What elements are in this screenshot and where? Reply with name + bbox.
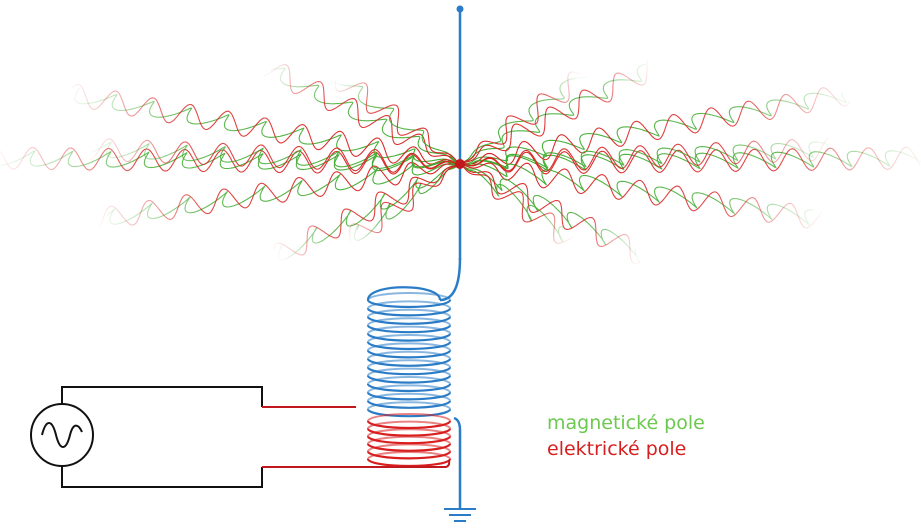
secondary-coil-turn-front bbox=[366, 366, 452, 376]
magnetic-field-wave bbox=[0, 150, 461, 172]
primary-coil-turn-back bbox=[367, 420, 451, 429]
secondary-coil-turn-front bbox=[366, 400, 452, 409]
electric-field-wave bbox=[263, 64, 461, 165]
secondary-coil-turn-front bbox=[366, 308, 452, 317]
antenna-feed-wire bbox=[439, 257, 462, 302]
secondary-coil-turn-back bbox=[367, 317, 451, 326]
primary-coil-turn-back bbox=[367, 428, 451, 437]
primary-lead-bottom bbox=[262, 459, 451, 468]
primary-coil-turn-back bbox=[367, 443, 451, 452]
secondary-coil-turn-back bbox=[367, 292, 451, 301]
magnetic-field-wave bbox=[459, 92, 847, 165]
secondary-coil-turn-front bbox=[366, 299, 452, 309]
magnetic-field-wave bbox=[106, 163, 461, 225]
primary-coil-turn-front bbox=[366, 428, 452, 437]
ac-sine-source-icon bbox=[41, 422, 83, 448]
secondary-coil-turn-front bbox=[366, 383, 452, 393]
secondary-coil-turn-back bbox=[367, 308, 451, 318]
secondary-coil-top bbox=[366, 286, 442, 301]
electric-field-wave bbox=[99, 162, 461, 227]
secondary-coil-turn-front bbox=[366, 324, 452, 334]
ground-connection bbox=[444, 416, 476, 522]
primary-coil-turn-front bbox=[366, 435, 452, 445]
primary-circuit bbox=[61, 386, 263, 488]
ground-wire bbox=[453, 416, 462, 508]
secondary-coil-turn-back bbox=[367, 384, 451, 393]
magnetic-field-wave bbox=[277, 163, 461, 261]
radiation-center-dot bbox=[455, 159, 465, 169]
electric-field-wave bbox=[460, 137, 830, 173]
circuit-top-wire bbox=[61, 386, 263, 407]
primary-coil-turn-back bbox=[367, 413, 451, 422]
primary-coil-turn-front bbox=[366, 458, 452, 468]
secondary-coil bbox=[366, 286, 452, 418]
ac-source bbox=[30, 403, 94, 467]
secondary-coil-turn-back bbox=[367, 392, 451, 402]
electric-field-wave bbox=[89, 138, 461, 173]
electric-field-wave bbox=[72, 83, 461, 165]
legend: magnetické pole elektrické pole bbox=[547, 410, 705, 462]
electric-field-wave bbox=[334, 80, 461, 165]
electric-field-wave bbox=[459, 87, 851, 165]
antenna bbox=[439, 5, 465, 302]
secondary-coil-turn-back bbox=[367, 334, 451, 343]
electric-field-wave bbox=[273, 163, 461, 256]
secondary-coil-turn-back bbox=[367, 359, 451, 368]
secondary-coil-turn-back bbox=[367, 300, 451, 309]
primary-coil-turn-front bbox=[366, 443, 452, 452]
secondary-coil-turn-back bbox=[367, 367, 451, 376]
electric-field-wave bbox=[459, 162, 823, 229]
secondary-coil-turn-front bbox=[366, 316, 452, 325]
primary-coil-turn-front bbox=[366, 420, 452, 430]
electric-field-wave bbox=[459, 71, 581, 165]
secondary-coil-turn-front bbox=[366, 392, 452, 401]
magnetic-field-wave bbox=[328, 78, 461, 165]
antenna-tip bbox=[456, 5, 464, 13]
secondary-coil-turn-back bbox=[367, 325, 451, 334]
legend-electric-field: elektrické pole bbox=[547, 438, 687, 460]
secondary-coil-turn-front bbox=[366, 350, 452, 359]
primary-coil-turn-front bbox=[366, 451, 452, 460]
secondary-coil-turn-front bbox=[366, 333, 452, 342]
electric-field-wave bbox=[459, 146, 921, 175]
primary-coil-turn-back bbox=[367, 435, 451, 445]
secondary-coil-turn-back bbox=[367, 376, 451, 385]
secondary-coil-turn-back bbox=[367, 401, 451, 410]
legend-magnetic-field: magnetické pole bbox=[547, 412, 705, 434]
electric-field-wave bbox=[459, 59, 649, 165]
magnetic-field-wave bbox=[90, 141, 461, 169]
secondary-coil-turn-front bbox=[366, 375, 452, 384]
secondary-coil-turn-back bbox=[367, 350, 451, 360]
primary-leads bbox=[262, 406, 451, 468]
secondary-coil-turn-front bbox=[366, 358, 452, 367]
circuit-bottom-wire bbox=[61, 466, 263, 488]
radiated-field-waves bbox=[0, 59, 921, 264]
magnetic-field-wave bbox=[459, 163, 565, 243]
secondary-coil-turn-front bbox=[366, 408, 452, 418]
secondary-coil-turn-back bbox=[367, 342, 451, 351]
magnetic-field-wave bbox=[74, 87, 461, 165]
primary-coil-turn-back bbox=[367, 451, 451, 460]
ac-source-circle bbox=[30, 403, 94, 467]
ground-icon bbox=[444, 508, 476, 522]
electric-field-wave bbox=[0, 147, 461, 175]
electric-field-wave bbox=[459, 163, 574, 244]
electric-field-wave bbox=[349, 163, 461, 244]
primary-coil bbox=[366, 413, 452, 468]
magnetic-field-wave bbox=[459, 163, 814, 226]
secondary-coil-turn-front bbox=[366, 341, 452, 351]
electric-field-wave bbox=[459, 163, 641, 264]
